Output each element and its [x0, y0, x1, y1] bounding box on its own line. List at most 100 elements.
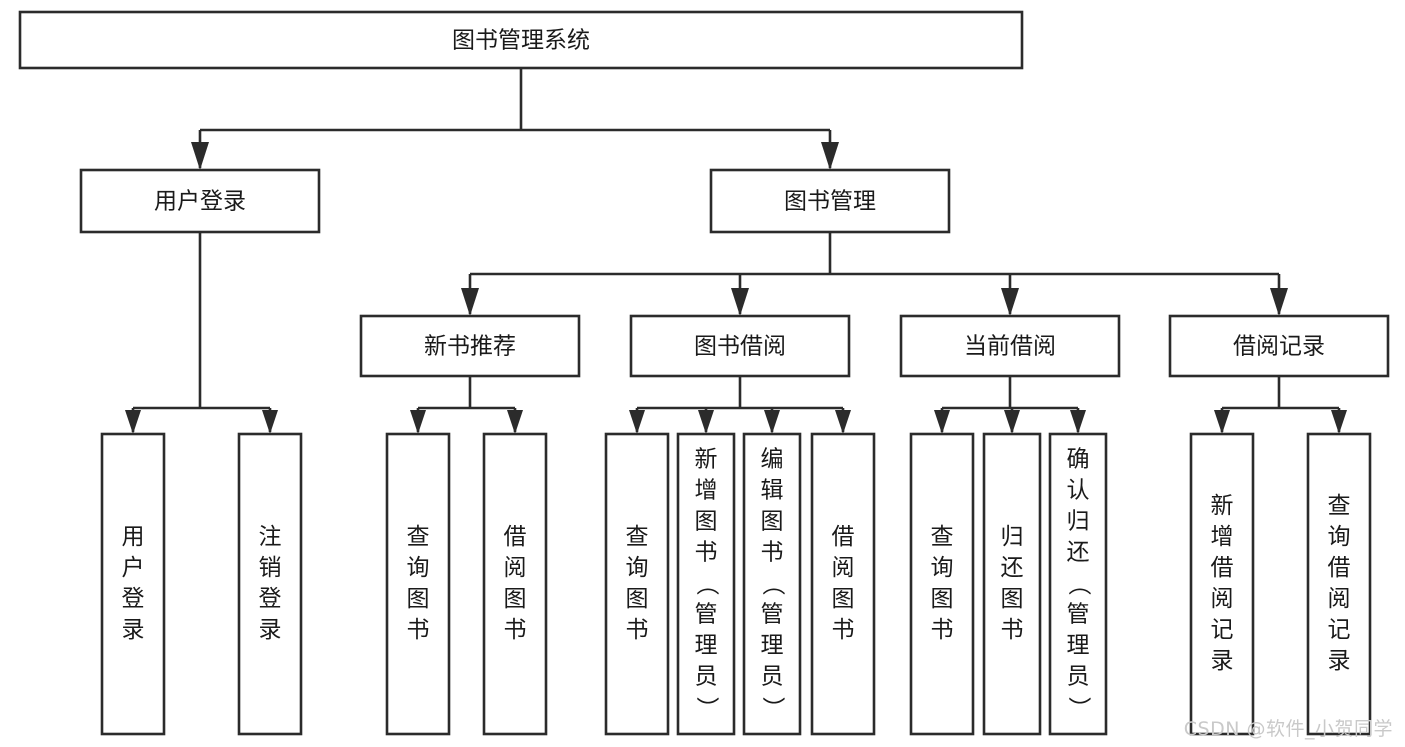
- node-leaf-user-login[interactable]: 用户登录: [100, 432, 166, 736]
- node-label-char: 阅: [504, 555, 527, 581]
- arrow-head: [731, 288, 749, 316]
- node-label-char: 理: [695, 633, 718, 659]
- nodes-layer: 图书管理系统用户登录图书管理新书推荐图书借阅当前借阅借阅记录用户登录注销登录查询…: [18, 10, 1390, 736]
- node-label-char: （: [760, 573, 786, 596]
- node-label-char: 书: [407, 617, 430, 643]
- node-root-root[interactable]: 图书管理系统: [18, 10, 1024, 70]
- node-label-char: 书: [504, 617, 527, 643]
- arrow-head: [934, 410, 950, 434]
- node-label-char: 员: [761, 664, 784, 690]
- node-label-char: ）: [694, 697, 720, 720]
- node-rect[interactable]: [629, 314, 851, 378]
- node-rect[interactable]: [909, 432, 975, 736]
- node-label-char: 录: [1328, 648, 1351, 674]
- node-label-char: 书: [695, 540, 718, 566]
- node-label-char: 阅: [832, 555, 855, 581]
- node-rect[interactable]: [1189, 432, 1255, 736]
- node-label-char: 借: [1328, 555, 1351, 581]
- node-label-char: 图: [1001, 586, 1024, 612]
- node-new-book-recommend[interactable]: 新书推荐: [359, 314, 581, 378]
- node-rect[interactable]: [18, 10, 1024, 70]
- node-label: 图书管理系统: [452, 28, 590, 54]
- node-label-char: 编: [761, 447, 784, 473]
- node-rect[interactable]: [604, 432, 670, 736]
- node-label-char: 确: [1067, 447, 1090, 473]
- node-label: 用户登录: [154, 189, 246, 215]
- node-rect[interactable]: [1306, 432, 1372, 736]
- node-rect[interactable]: [359, 314, 581, 378]
- node-label-char: 书: [931, 617, 954, 643]
- node-label-char: （: [694, 573, 720, 596]
- node-label-char: 查: [626, 524, 649, 550]
- node-label-char: 新: [1211, 493, 1234, 519]
- arrow-head: [835, 410, 851, 434]
- node-label: 新书推荐: [424, 334, 516, 360]
- node-label: 借阅记录: [1233, 334, 1325, 360]
- node-label-char: 辑: [761, 478, 784, 504]
- node-label-char: 图: [761, 509, 784, 535]
- node-label: 当前借阅: [964, 334, 1056, 360]
- node-label-char: 借: [504, 524, 527, 550]
- node-rect[interactable]: [79, 168, 321, 234]
- node-label-char: 增: [1211, 524, 1234, 550]
- arrow-head: [629, 410, 645, 434]
- arrow-head: [125, 410, 141, 434]
- node-label: 图书借阅: [694, 334, 786, 360]
- node-rect[interactable]: [482, 432, 548, 736]
- node-rect[interactable]: [810, 432, 876, 736]
- node-label-char: 图: [695, 509, 718, 535]
- arrow-head: [1270, 288, 1288, 316]
- arrow-head: [507, 410, 523, 434]
- node-label-char: 书: [1001, 617, 1024, 643]
- node-label-char: 员: [695, 664, 718, 690]
- node-label-char: 录: [122, 617, 145, 643]
- node-label-char: 书: [761, 540, 784, 566]
- arrow-head: [410, 410, 426, 434]
- arrow-head: [1214, 410, 1230, 434]
- node-label-char: 登: [259, 586, 282, 612]
- arrow-head: [1070, 410, 1086, 434]
- node-label-char: 询: [626, 555, 649, 581]
- node-book-management[interactable]: 图书管理: [709, 168, 951, 234]
- node-label-char: 图: [832, 586, 855, 612]
- node-label-char: 记: [1211, 617, 1234, 643]
- node-rect[interactable]: [899, 314, 1121, 378]
- arrow-head: [262, 410, 278, 434]
- node-label-char: 新: [695, 447, 718, 473]
- arrow-head: [764, 410, 780, 434]
- node-label-char: 询: [931, 555, 954, 581]
- node-rect[interactable]: [237, 432, 303, 736]
- node-user-login[interactable]: 用户登录: [79, 168, 321, 234]
- node-label-char: ）: [760, 697, 786, 720]
- node-rect[interactable]: [982, 432, 1042, 736]
- node-rect[interactable]: [1048, 432, 1108, 736]
- node-book-borrow[interactable]: 图书借阅: [629, 314, 851, 378]
- node-rect[interactable]: [100, 432, 166, 736]
- node-label-char: 理: [761, 633, 784, 659]
- node-label-char: 录: [1211, 648, 1234, 674]
- node-borrow-record[interactable]: 借阅记录: [1168, 314, 1390, 378]
- node-current-borrow[interactable]: 当前借阅: [899, 314, 1121, 378]
- node-rect[interactable]: [709, 168, 951, 234]
- node-rect[interactable]: [385, 432, 451, 736]
- arrow-head: [461, 288, 479, 316]
- node-label-char: 阅: [1211, 586, 1234, 612]
- node-rect[interactable]: [1168, 314, 1390, 378]
- arrow-head: [1004, 410, 1020, 434]
- node-label-char: ）: [1066, 697, 1092, 720]
- node-label-char: 阅: [1328, 586, 1351, 612]
- node-rect[interactable]: [742, 432, 802, 736]
- node-rect[interactable]: [676, 432, 736, 736]
